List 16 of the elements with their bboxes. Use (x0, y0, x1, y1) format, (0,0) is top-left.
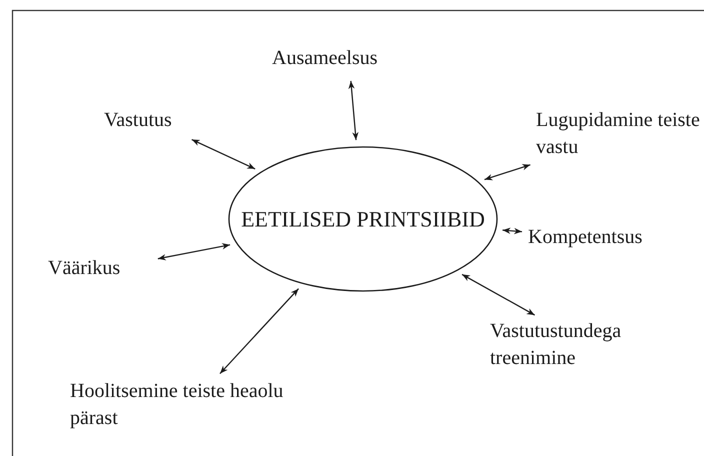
principle-label: Väärikus (48, 256, 122, 281)
principle-label: Lugupidamine teiste vastu (536, 108, 701, 160)
principle-label: Hoolitsemine teiste heaolu pärast (70, 379, 284, 431)
double-arrow (348, 80, 359, 140)
ellipse-node (228, 146, 498, 292)
principle-label: Vastutus (104, 108, 173, 133)
double-arrow (220, 288, 299, 374)
double-arrow (462, 274, 535, 316)
double-arrow (158, 243, 230, 260)
double-arrow (192, 138, 256, 170)
double-arrow (502, 228, 522, 234)
principle-label: Vastutustundega treenimine (490, 319, 622, 371)
principle-label: Kompetentsus (528, 225, 644, 250)
center-label: EETILISED PRINTSIIBID (240, 206, 486, 232)
double-arrow (484, 164, 530, 180)
principle-label: Ausameelsus (272, 46, 379, 71)
